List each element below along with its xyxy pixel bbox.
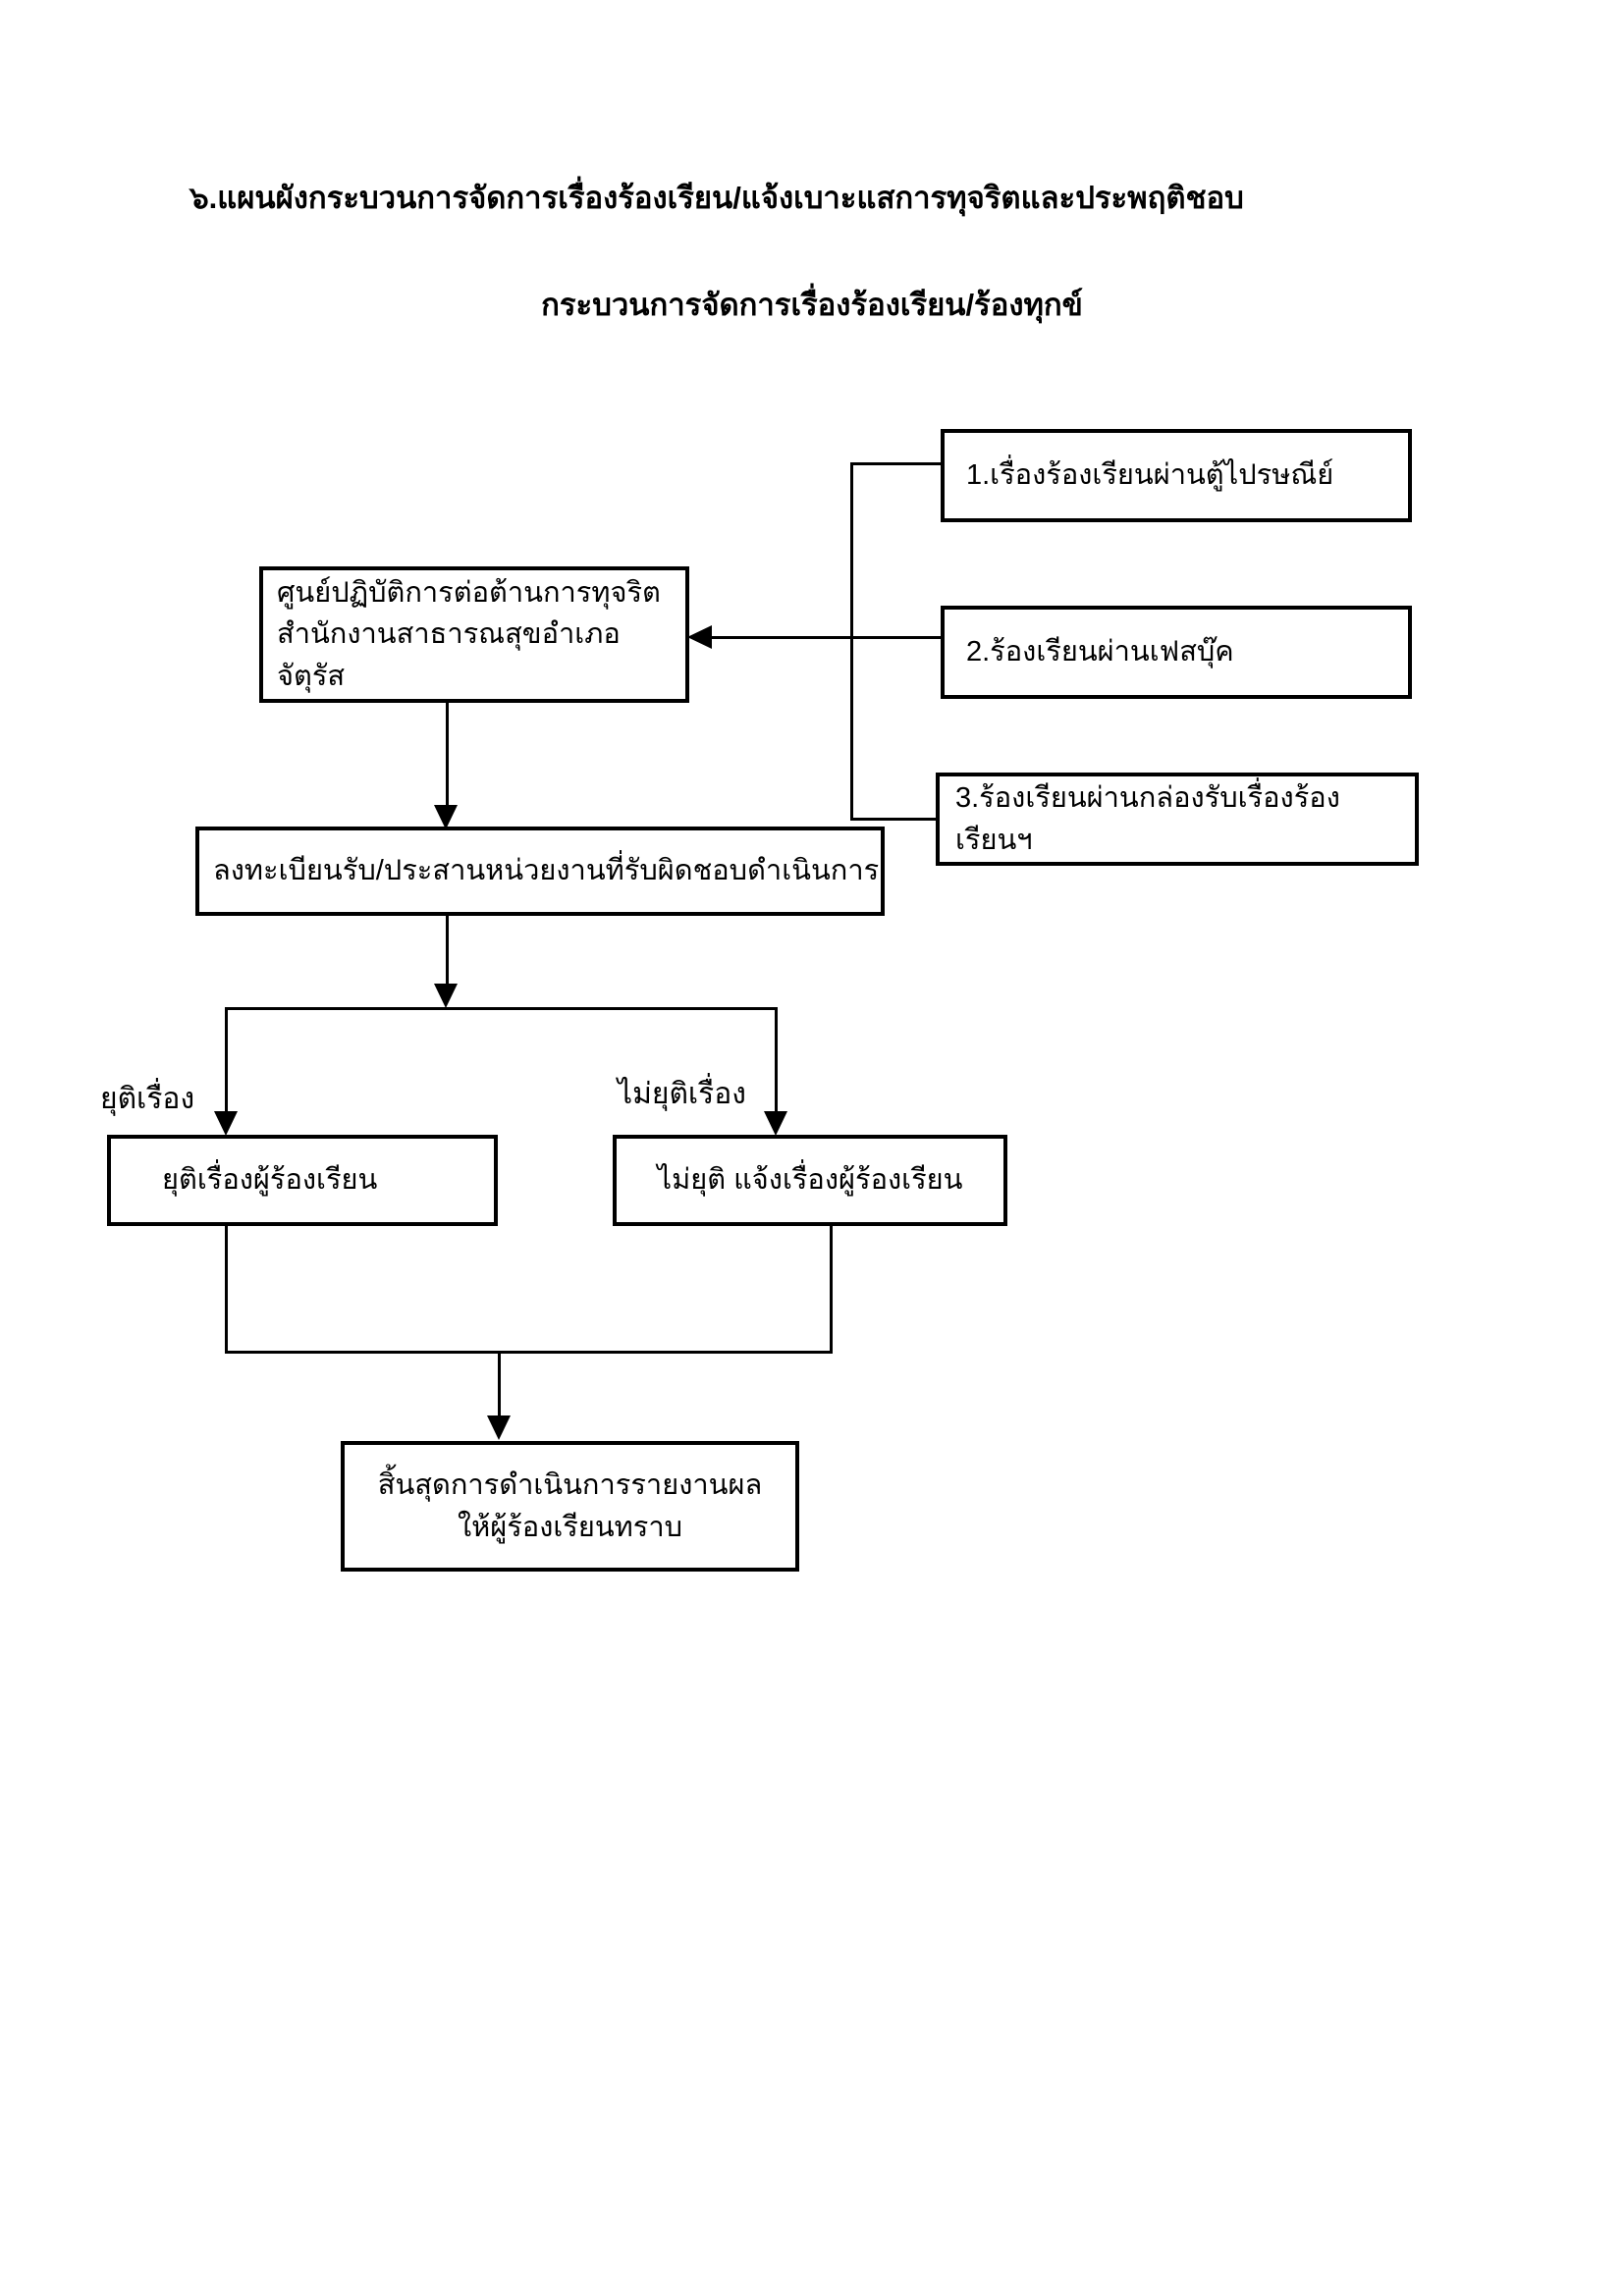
arrowhead-into-register: [434, 805, 458, 829]
connector-branch-right-vertical: [775, 1007, 778, 1113]
flow-box-register: ลงทะเบียนรับ/ประสานหน่วยงานที่รับผิดชอบด…: [195, 827, 885, 916]
connector-main-horizontal: [709, 636, 945, 639]
flowchart-subtitle: กระบวนการจัดการเรื่องร้องเรียน/ร้องทุกข์: [541, 288, 1083, 322]
connector-merge-horizontal: [225, 1351, 833, 1354]
connector-source3-horizontal: [850, 818, 940, 821]
flow-box-source-complaint-box: 3.ร้องเรียนผ่านกล่องรับเรื่องร้องเรียนฯ: [936, 773, 1419, 866]
flow-box-end-line2: ให้ผู้ร้องเรียนทราบ: [457, 1511, 683, 1543]
arrowhead-into-branch-junction: [434, 984, 458, 1008]
flow-box-resolved-label: ยุติเรื่องผู้ร้องเรียน: [162, 1164, 378, 1197]
operations-center-line1: ศูนย์ปฏิบัติการต่อต้านการทุจริต: [277, 577, 661, 610]
flow-box-not-resolved-label: ไม่ยุติ แจ้งเรื่องผู้ร้องเรียน: [657, 1164, 963, 1197]
connector-below-resolved-vertical: [225, 1225, 228, 1354]
branch-label-resolved: ยุติเรื่อง: [100, 1083, 195, 1115]
flow-box-end: สิ้นสุดการดำเนินการรายงานผล ให้ผู้ร้องเร…: [341, 1441, 799, 1572]
connector-register-branch-vertical: [446, 914, 449, 986]
flow-box-end-line1: สิ้นสุดการดำเนินการรายงานผล: [377, 1469, 763, 1502]
connector-merge-end-vertical: [498, 1351, 501, 1417]
flow-box-resolved: ยุติเรื่องผู้ร้องเรียน: [107, 1135, 498, 1226]
connector-below-not-resolved-vertical: [830, 1225, 833, 1354]
flow-box-source-postbox-label: 1.เรื่องร้องเรียนผ่านตู้ไปรษณีย์: [966, 459, 1334, 492]
arrowhead-into-not-resolved-box: [764, 1111, 787, 1136]
operations-center-line2: สำนักงานสาธารณสุขอำเภอจัตุรัส: [277, 618, 621, 692]
flow-box-source-facebook: 2.ร้องเรียนผ่านเฟสบุ๊ค: [941, 606, 1412, 699]
connector-opcenter-register-vertical: [446, 701, 449, 807]
branch-label-not-resolved: ไม่ยุติเรื่อง: [618, 1078, 746, 1110]
connector-branch-horizontal: [225, 1007, 778, 1010]
flow-box-source-facebook-label: 2.ร้องเรียนผ่านเฟสบุ๊ค: [966, 636, 1234, 668]
flow-box-source-postbox: 1.เรื่องร้องเรียนผ่านตู้ไปรษณีย์: [941, 429, 1412, 522]
arrowhead-into-end-box: [487, 1415, 511, 1440]
arrowhead-into-operations-center: [687, 625, 712, 649]
page-title: ๖.แผนผังกระบวนการจัดการเรื่องร้องเรียน/แ…: [189, 181, 1244, 215]
arrowhead-into-resolved-box: [214, 1111, 238, 1136]
connector-source1-horizontal: [850, 462, 945, 465]
flow-box-register-label: ลงทะเบียนรับ/ประสานหน่วยงานที่รับผิดชอบด…: [213, 855, 880, 887]
connector-branch-left-vertical: [225, 1007, 228, 1113]
flow-box-not-resolved: ไม่ยุติ แจ้งเรื่องผู้ร้องเรียน: [613, 1135, 1007, 1226]
flow-box-source-complaint-box-label: 3.ร้องเรียนผ่านกล่องรับเรื่องร้องเรียนฯ: [955, 782, 1340, 856]
connector-spine-vertical: [850, 462, 853, 821]
flow-box-operations-center: ศูนย์ปฏิบัติการต่อต้านการทุจริต สำนักงาน…: [259, 566, 689, 703]
